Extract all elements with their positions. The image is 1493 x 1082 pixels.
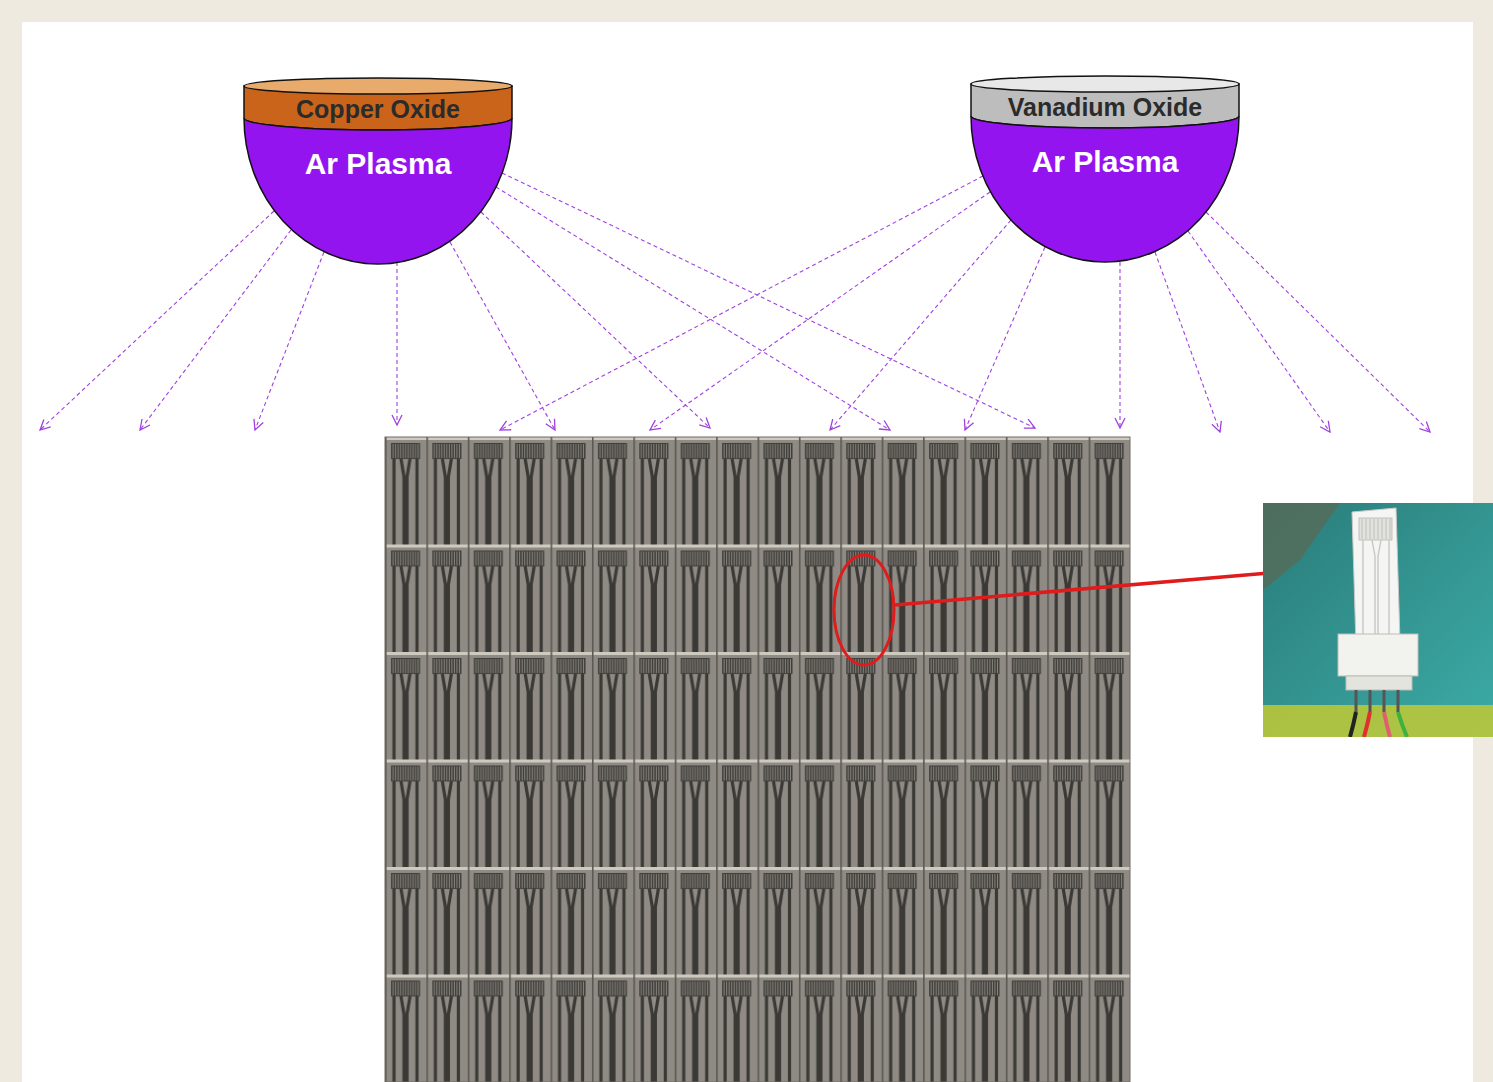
highlight-ellipse <box>834 555 894 665</box>
plasma-dome-shape <box>970 116 1240 263</box>
plasma-dome-shape <box>243 118 513 265</box>
panel <box>22 22 1473 1082</box>
plasma-shape <box>244 118 512 264</box>
node-label: Ar Plasma <box>970 144 1240 180</box>
plasma-shape <box>971 116 1239 262</box>
plasma-dome: Ar Plasma <box>970 116 1240 263</box>
node-label: Ar Plasma <box>243 146 513 182</box>
node-label: Vanadium Oxide <box>970 93 1240 121</box>
target-top <box>244 78 512 94</box>
target-cap: Vanadium Oxide <box>970 76 1240 130</box>
node-label: Copper Oxide <box>243 95 513 123</box>
plasma-dome: Ar Plasma <box>243 118 513 265</box>
sensor-photo <box>1263 503 1493 737</box>
sensor-wafer <box>385 437 1130 1082</box>
target-cap: Copper Oxide <box>243 78 513 132</box>
target-top <box>971 76 1239 92</box>
sputter-flux-arrows <box>40 173 1430 432</box>
